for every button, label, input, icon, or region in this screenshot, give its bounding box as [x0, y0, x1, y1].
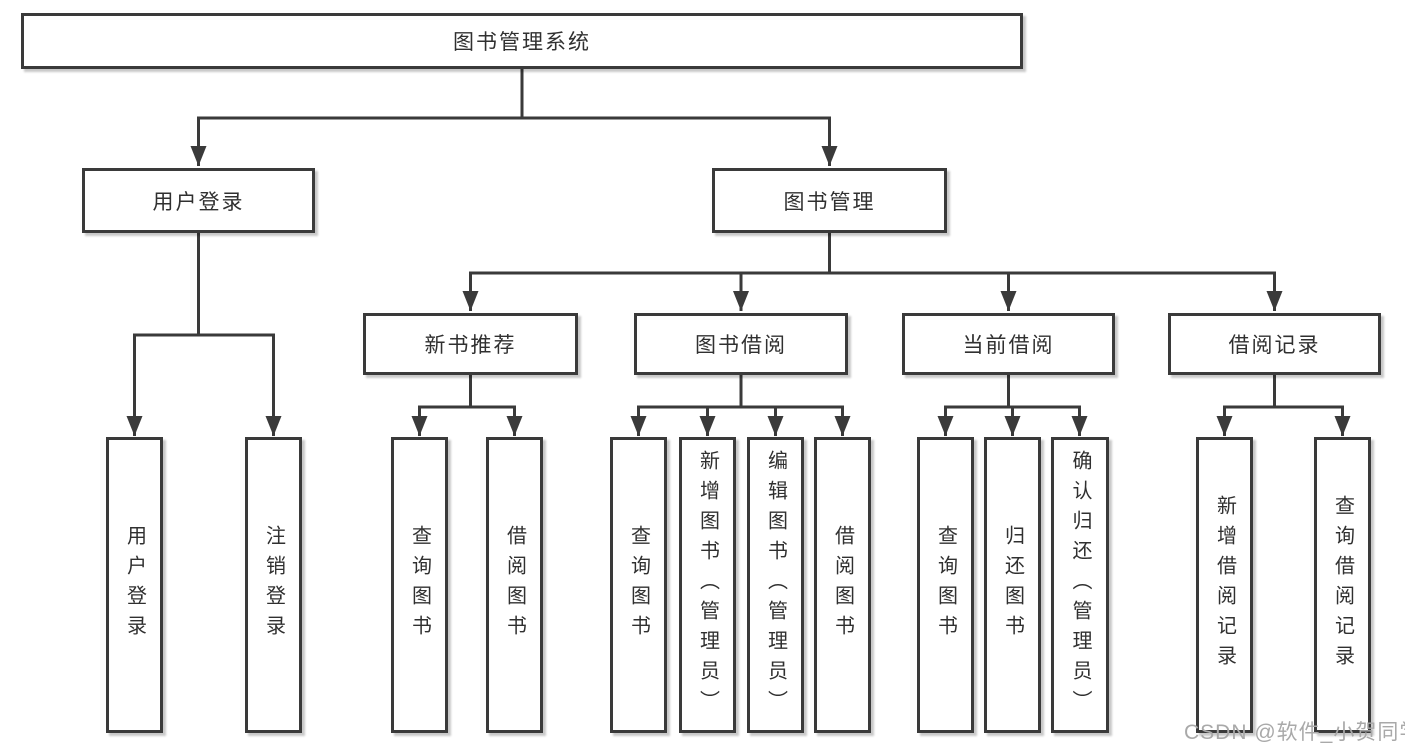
leaf-query-borrow-record: 查询借阅记录: [1314, 437, 1371, 733]
leaf-label: 借阅图书: [503, 525, 526, 645]
leaf-label: 查询图书: [934, 525, 957, 645]
leaf-logout: 注销登录: [245, 437, 302, 733]
node-borrow-records: 借阅记录: [1168, 313, 1381, 375]
leaf-label: 确认归还（管理员）: [1069, 450, 1091, 720]
leaf-label: 注销登录: [262, 525, 285, 645]
node-user-login: 用户登录: [82, 168, 315, 233]
node-label: 新书推荐: [424, 334, 517, 357]
leaf-label: 新增借阅记录: [1213, 495, 1236, 675]
leaf-label: 用户登录: [123, 525, 146, 645]
leaf-add-borrow-record: 新增借阅记录: [1196, 437, 1253, 733]
node-label: 当前借阅: [962, 334, 1055, 357]
leaf-label: 查询图书: [627, 525, 650, 645]
node-label: 借阅记录: [1228, 334, 1321, 357]
leaf-borrow-books-1: 借阅图书: [486, 437, 543, 733]
node-new-book-recommend: 新书推荐: [363, 313, 578, 375]
leaf-confirm-return-admin: 确认归还（管理员）: [1051, 437, 1109, 733]
leaf-user-login: 用户登录: [106, 437, 163, 733]
node-book-management: 图书管理: [712, 168, 947, 233]
node-current-borrow: 当前借阅: [902, 313, 1115, 375]
watermark: CSDN @软件_小贺同学: [1184, 721, 1405, 744]
node-label: 图书借阅: [695, 334, 787, 357]
leaf-label: 编辑图书（管理员）: [764, 450, 787, 720]
leaf-label: 归还图书: [1001, 525, 1024, 645]
leaf-query-books-2: 查询图书: [610, 437, 667, 733]
leaf-borrow-books-2: 借阅图书: [814, 437, 871, 733]
leaf-query-books-1: 查询图书: [391, 437, 448, 733]
leaf-label: 借阅图书: [831, 525, 854, 645]
node-book-borrow: 图书借阅: [634, 313, 848, 375]
leaf-label: 新增图书（管理员）: [696, 450, 719, 720]
leaf-label: 查询图书: [408, 525, 431, 645]
node-library-system: 图书管理系统: [21, 13, 1023, 69]
node-label: 图书管理: [783, 190, 876, 214]
node-label: 用户登录: [152, 190, 245, 214]
leaf-return-books: 归还图书: [984, 437, 1041, 733]
leaf-query-books-3: 查询图书: [917, 437, 974, 733]
leaf-add-book-admin: 新增图书（管理员）: [679, 437, 736, 733]
leaf-edit-book-admin: 编辑图书（管理员）: [747, 437, 804, 733]
leaf-label: 查询借阅记录: [1331, 495, 1354, 675]
node-label: 图书管理系统: [453, 31, 591, 54]
